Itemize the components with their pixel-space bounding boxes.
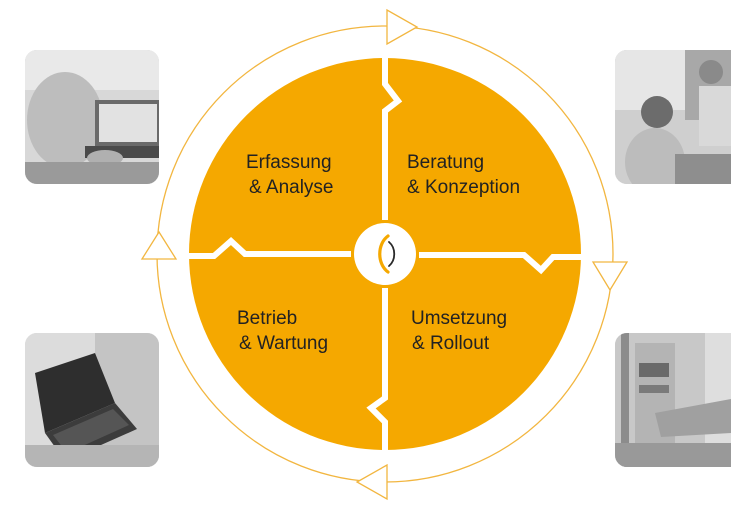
quadrant-label-umsetzung: Umsetzung & Rollout — [411, 306, 507, 356]
quadrant-label-erfassung: Erfassung & Analyse — [246, 150, 334, 200]
divider-left — [186, 236, 351, 259]
quadrant-subtitle: & Konzeption — [407, 177, 521, 198]
arrow-triangle-icon — [591, 261, 629, 292]
divider-top — [382, 56, 403, 220]
divider-bottom — [366, 288, 388, 452]
center-hub — [354, 223, 416, 285]
quadrant-subtitle: & Wartung — [239, 333, 329, 354]
arrow-triangle-icon — [140, 230, 178, 260]
arrow-triangle-icon — [355, 463, 388, 501]
quadrant-label-betrieb: Betrieb & Wartung — [237, 306, 328, 356]
quadrant-subtitle: & Analyse — [249, 177, 334, 198]
quadrant-subtitle: & Rollout — [412, 333, 490, 354]
quadrant-label-beratung: Beratung & Konzeption — [407, 150, 520, 200]
brand-logo-icon — [378, 234, 396, 274]
photo-team-meeting — [615, 50, 731, 184]
divider-right — [419, 252, 583, 275]
photo-hardware-install — [615, 333, 731, 467]
quadrant-title: Umsetzung — [411, 308, 508, 329]
quadrant-title: Betrieb — [237, 308, 298, 329]
photo-laptop-closeup — [25, 333, 159, 467]
arrow-triangle-icon — [386, 8, 419, 46]
quadrant-title: Beratung — [407, 152, 485, 173]
quadrant-title: Erfassung — [246, 152, 332, 173]
photo-person-laptop — [25, 50, 159, 184]
